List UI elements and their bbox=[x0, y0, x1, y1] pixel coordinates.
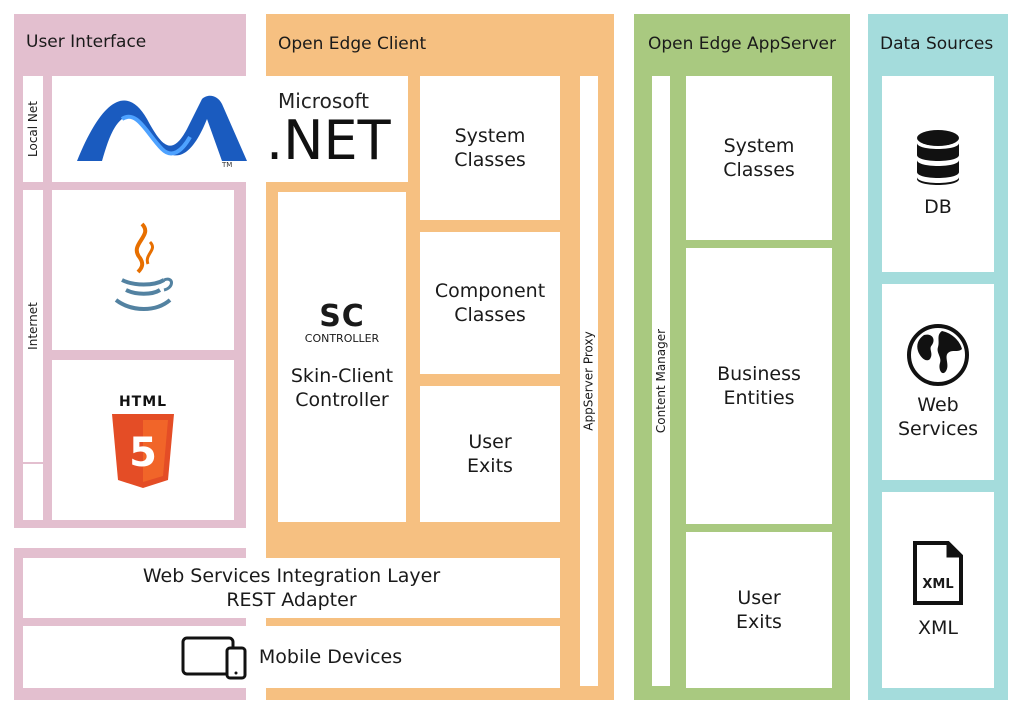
local-net-label: Local Net bbox=[23, 76, 43, 182]
java-icon bbox=[114, 222, 173, 311]
web-services-box: Web Services bbox=[882, 284, 994, 480]
web-services-integration-layer: Web Services Integration Layer REST Adap… bbox=[23, 558, 560, 618]
dotnet-text: .NET bbox=[266, 109, 391, 172]
appserver-proxy-label: AppServer Proxy bbox=[580, 76, 598, 686]
html5-icon: HTML 5 bbox=[110, 390, 176, 490]
web-services-label: Web Services bbox=[897, 394, 979, 440]
internet-label-lower bbox=[23, 464, 43, 520]
appserver-business-entities: Business Entities bbox=[686, 248, 832, 524]
appserver-system-classes: System Classes bbox=[686, 76, 832, 240]
db-label: DB bbox=[924, 196, 952, 218]
html5-logo-box: HTML 5 bbox=[52, 360, 234, 520]
globe-icon bbox=[907, 324, 969, 386]
mobile-devices-box: Mobile Devices bbox=[23, 626, 560, 688]
sc-controller-logo: SC bbox=[319, 299, 365, 334]
client-component-classes: Component Classes bbox=[420, 232, 560, 374]
appserver-user-exits: User Exits bbox=[686, 532, 832, 688]
content-manager-label: Content Manager bbox=[652, 76, 670, 686]
xml-box: XML XML bbox=[882, 492, 994, 688]
svg-text:5: 5 bbox=[129, 430, 157, 476]
xml-label: XML bbox=[918, 617, 958, 639]
user-interface-title: User Interface bbox=[26, 32, 147, 52]
data-sources-title: Data Sources bbox=[880, 34, 994, 54]
svg-text:TM: TM bbox=[221, 161, 232, 169]
database-icon bbox=[917, 130, 959, 185]
sc-controller-logo-sub: CONTROLLER bbox=[304, 332, 380, 345]
dotnet-wave-icon: TM bbox=[77, 95, 247, 169]
open-edge-appserver-title: Open Edge AppServer bbox=[648, 34, 836, 54]
dotnet-brand: Microsoft bbox=[278, 89, 370, 113]
java-logo-box bbox=[52, 190, 234, 350]
xml-file-icon: XML bbox=[912, 540, 964, 606]
skin-client-controller-label: Skin-Client Controller bbox=[290, 365, 394, 411]
client-system-classes: System Classes bbox=[420, 76, 560, 220]
open-edge-client-title: Open Edge Client bbox=[278, 34, 427, 54]
db-box: DB bbox=[882, 76, 994, 272]
client-user-exits: User Exits bbox=[420, 386, 560, 522]
dotnet-logo-box: TM Microsoft .NET bbox=[52, 76, 408, 182]
mobile-devices-icon bbox=[181, 636, 247, 680]
internet-label: Internet bbox=[23, 190, 43, 462]
skin-client-controller-box: SC CONTROLLER Skin-Client Controller bbox=[278, 192, 406, 522]
